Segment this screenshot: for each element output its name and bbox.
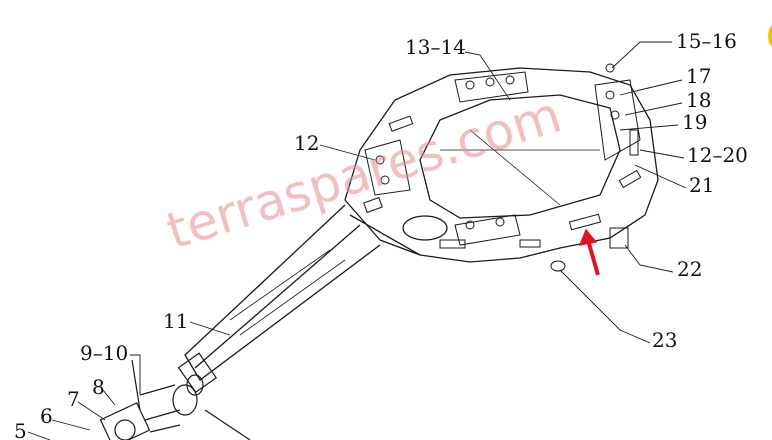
red-arrow-icon — [578, 228, 600, 276]
base-plate — [344, 67, 659, 263]
label-8: 8 — [92, 375, 105, 399]
label-6: 6 — [40, 404, 53, 428]
label-13-14: 13–14 — [405, 35, 466, 59]
brackets — [364, 63, 641, 272]
plate-inner-opening — [419, 94, 621, 219]
label-23: 23 — [652, 328, 678, 352]
label-9-10: 9–10 — [80, 341, 129, 365]
label-18: 18 — [686, 88, 712, 112]
plate-hole — [402, 215, 448, 241]
main-beam — [184, 204, 421, 381]
label-21: 21 — [689, 173, 715, 197]
accent-circle-icon — [768, 24, 772, 48]
label-12-20: 12–20 — [687, 143, 748, 167]
label-15-16: 15–16 — [676, 29, 737, 53]
leader-lines — [27, 41, 687, 440]
label-12: 12 — [294, 131, 320, 155]
label-7: 7 — [67, 387, 80, 411]
coupling-parts — [99, 352, 251, 440]
label-19: 19 — [682, 110, 708, 134]
label-22: 22 — [677, 257, 703, 281]
label-17: 17 — [686, 64, 712, 88]
label-11: 11 — [163, 309, 189, 333]
label-5: 5 — [14, 419, 27, 440]
